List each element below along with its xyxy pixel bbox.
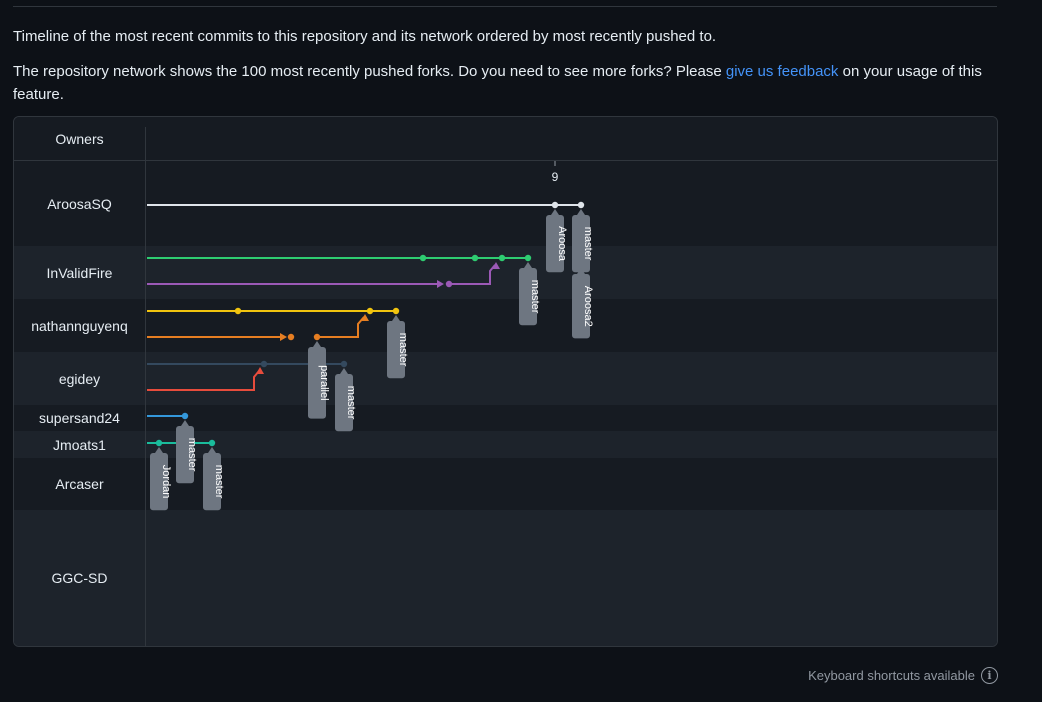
branch-tag-label: Jordan xyxy=(160,465,172,499)
owner-row: GGC-SD xyxy=(14,510,997,646)
owner-name[interactable]: nathannguyenq xyxy=(31,317,128,334)
top-divider xyxy=(13,6,997,7)
network-description: Timeline of the most recent commits to t… xyxy=(13,25,1003,48)
commit-dot xyxy=(234,307,242,315)
branch-tag xyxy=(203,453,221,511)
commit-dot xyxy=(155,439,163,447)
branch-tag-pointer xyxy=(340,368,348,374)
branch-tag-label: master xyxy=(397,333,409,367)
branch-tag-pointer xyxy=(524,262,532,268)
branch-tag-pointer xyxy=(155,447,163,453)
info-icon[interactable]: i xyxy=(981,667,998,684)
owner-row: InValidFire xyxy=(14,246,997,299)
owner-row: Arcaser xyxy=(14,458,997,510)
branch-tag-pointer xyxy=(313,341,321,347)
branch-tag-pointer xyxy=(577,268,585,274)
commit-dot xyxy=(366,307,374,315)
branch-tag-label: master xyxy=(345,386,357,420)
owner-name[interactable]: supersand24 xyxy=(39,410,120,426)
give-feedback-link[interactable]: give us feedback xyxy=(725,63,839,80)
commit-dot xyxy=(260,360,268,368)
owner-row: egidey xyxy=(14,352,997,405)
branch-tag xyxy=(150,453,168,511)
owner-name[interactable]: GGC-SD xyxy=(51,570,108,586)
merge-arrow xyxy=(361,314,369,321)
commit-dot xyxy=(287,333,295,341)
owner-row: nathannguyenq xyxy=(14,299,997,352)
owners-header: Owners xyxy=(14,117,145,160)
commit-dot xyxy=(419,254,427,262)
keyboard-shortcuts-label: Keyboard shortcuts available xyxy=(808,668,975,683)
branch-tag xyxy=(519,268,537,326)
branch-tag xyxy=(176,426,194,484)
merge-arrow xyxy=(492,262,500,269)
commit-dot xyxy=(392,307,400,315)
branch-tag xyxy=(572,274,590,339)
branch-tag xyxy=(387,321,405,379)
keyboard-shortcuts[interactable]: Keyboard shortcuts available i xyxy=(808,667,998,684)
owner-name[interactable]: AroosaSQ xyxy=(47,195,112,212)
commit-dot xyxy=(524,254,532,262)
owners-column-divider xyxy=(145,127,146,646)
commit-dot xyxy=(208,439,216,447)
branch-tag-label: parallel xyxy=(318,365,330,400)
merge-arrow xyxy=(280,333,287,341)
merge-line-purple xyxy=(449,264,496,285)
branch-line-red xyxy=(147,370,260,391)
owner-name[interactable]: Jmoats1 xyxy=(53,436,106,453)
branch-tag-label: Aroosa2 xyxy=(582,286,594,327)
branch-tag-pointer xyxy=(551,209,559,215)
graph-header-band xyxy=(146,117,997,160)
commit-dot xyxy=(498,254,506,262)
branch-tag xyxy=(308,347,326,419)
branch-tag-pointer xyxy=(181,420,189,426)
description-text: Timeline of the most recent commits to t… xyxy=(13,28,717,45)
branch-tag xyxy=(335,374,353,432)
header-divider xyxy=(14,160,997,161)
forks-notice-tail: on your usage of this feature. xyxy=(13,63,982,103)
branch-tag xyxy=(572,215,590,273)
commit-dot xyxy=(551,201,559,209)
owner-name[interactable]: Arcaser xyxy=(55,476,104,492)
owner-row: AroosaSQ xyxy=(14,161,997,246)
forks-notice: The repository network shows the 100 mos… xyxy=(13,60,1003,106)
merge-line-orange xyxy=(317,316,365,338)
owner-name[interactable]: egidey xyxy=(58,370,101,387)
branch-tag-pointer xyxy=(208,447,216,453)
branch-tag-label: master xyxy=(186,438,198,472)
merge-arrow xyxy=(437,280,444,288)
forks-notice-text: The repository network shows the 100 mos… xyxy=(13,63,726,80)
branch-tag-label: Aroosa xyxy=(556,226,568,262)
network-graph[interactable]: Owners AroosaSQ InValidFire nathannguyenq e… xyxy=(13,116,998,647)
date-marker-label: 9 xyxy=(552,170,559,184)
merge-arrow xyxy=(256,367,264,374)
commit-dot xyxy=(577,201,585,209)
branch-tag-label: master xyxy=(529,280,541,314)
branch-tag-pointer xyxy=(392,315,400,321)
branch-tag-label: master xyxy=(213,465,225,499)
owner-name[interactable]: InValidFire xyxy=(46,264,113,281)
commit-dot xyxy=(340,360,348,368)
commit-dot xyxy=(181,412,189,420)
branch-tag-pointer xyxy=(577,209,585,215)
branch-tag xyxy=(546,215,564,273)
branch-tag-label: master xyxy=(582,227,594,261)
commit-dot xyxy=(471,254,479,262)
